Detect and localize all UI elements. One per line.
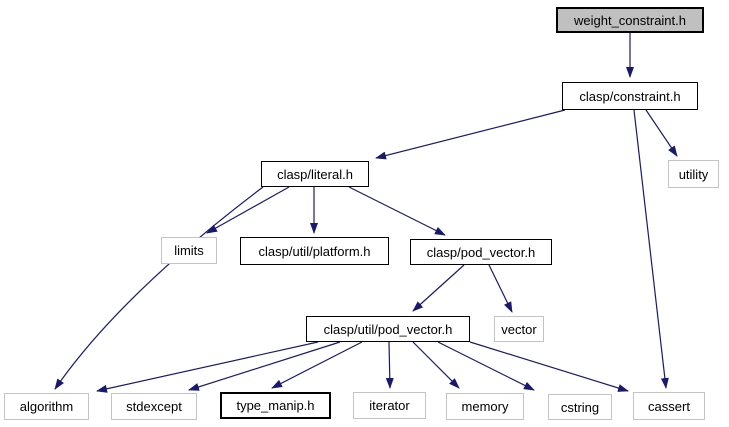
edge-util_pod_vector-to-iterator: [385, 341, 394, 389]
node-label: stdexcept: [126, 399, 182, 414]
node-clasp-literal.h[interactable]: clasp/literal.h: [261, 161, 369, 187]
node-clasp-util-pod_vector.h[interactable]: clasp/util/pod_vector.h: [306, 316, 470, 342]
node-cstring: cstring: [548, 394, 612, 420]
node-label: limits: [174, 243, 204, 258]
node-clasp-pod_vector.h[interactable]: clasp/pod_vector.h: [410, 239, 552, 265]
node-label: clasp/util/platform.h: [258, 243, 371, 259]
node-label: algorithm: [19, 399, 74, 414]
node-label: weight_constraint.h: [573, 12, 686, 28]
edge-util_pod_vector-to-type_manip: [271, 341, 363, 389]
node-label: cassert: [648, 398, 690, 414]
edge-pod_vector-to-util_pod_vector: [412, 264, 465, 312]
edge-constraint-to-utility: [645, 109, 678, 157]
edge-literal-to-limits: [206, 186, 290, 234]
node-cassert: cassert: [633, 392, 705, 420]
node-type_manip.h[interactable]: type_manip.h: [220, 392, 331, 419]
node-algorithm: algorithm: [4, 393, 89, 420]
edge-util_pod_vector-to-stdexcept: [188, 341, 341, 391]
edge-literal-to-pod_vector: [348, 186, 446, 236]
edge-pod_vector-to-vector: [488, 264, 513, 313]
node-label: memory: [461, 399, 509, 414]
node-label: iterator: [369, 398, 410, 413]
node-limits: limits: [161, 237, 217, 264]
node-label: utility: [678, 166, 709, 182]
edge-util_pod_vector-to-cstring: [437, 341, 535, 391]
edge-literal-to-algorithm: [54, 186, 264, 390]
edge-constraint-to-literal: [375, 109, 566, 160]
edge-constraint-to-cassert: [633, 109, 669, 389]
node-vector: vector: [494, 316, 544, 342]
node-clasp-util-platform.h[interactable]: clasp/util/platform.h: [240, 237, 389, 265]
node-label: type_manip.h: [236, 398, 315, 413]
node-label: clasp/util/pod_vector.h: [323, 321, 453, 337]
node-clasp-constraint.h[interactable]: clasp/constraint.h: [562, 82, 698, 110]
edge-util_pod_vector-to-memory: [412, 341, 460, 389]
node-utility: utility: [668, 160, 719, 188]
node-label: clasp/constraint.h: [579, 88, 681, 104]
node-label: clasp/literal.h: [277, 166, 353, 182]
node-weight_constraint.h: weight_constraint.h: [556, 7, 704, 33]
node-stdexcept: stdexcept: [111, 393, 197, 420]
edge-util_pod_vector-to-algorithm: [96, 341, 319, 393]
node-iterator: iterator: [353, 392, 426, 419]
node-label: cstring: [560, 399, 600, 415]
node-label: vector: [501, 321, 537, 337]
node-memory: memory: [446, 393, 524, 420]
edge-util_pod_vector-to-cassert: [469, 341, 629, 392]
node-label: clasp/pod_vector.h: [426, 244, 536, 260]
